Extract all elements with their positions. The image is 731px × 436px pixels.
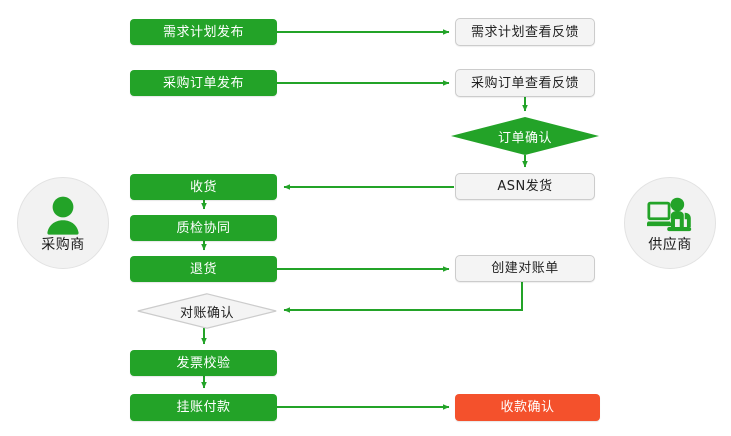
node-label: 采购订单查看反馈 xyxy=(470,75,579,91)
node-statement-confirm[interactable]: 对账确认 xyxy=(137,293,277,329)
node-create-statement[interactable]: 创建对账单 xyxy=(455,255,595,282)
actor-supplier[interactable]: 供应商 xyxy=(624,177,716,269)
node-label: 需求计划发布 xyxy=(162,24,244,40)
node-label: 质检协同 xyxy=(176,220,231,236)
node-demand-plan-feedback[interactable]: 需求计划查看反馈 xyxy=(455,18,595,46)
actor-buyer[interactable]: 采购商 xyxy=(17,177,109,269)
node-label: 采购订单发布 xyxy=(162,75,244,91)
node-po-publish[interactable]: 采购订单发布 xyxy=(130,70,277,96)
node-label: 对账确认 xyxy=(179,305,234,321)
diamond-shape xyxy=(137,293,277,329)
node-label: 挂账付款 xyxy=(176,400,231,415)
node-payable-payment[interactable]: 挂账付款 xyxy=(130,394,277,421)
edge-statement-to-confirm xyxy=(283,282,523,313)
node-label: 收货 xyxy=(189,179,217,195)
node-label: 收款确认 xyxy=(500,400,555,415)
node-label: 退货 xyxy=(189,261,217,277)
node-label: 创建对账单 xyxy=(491,261,559,276)
node-asn-shipment[interactable]: ASN发货 xyxy=(455,173,595,200)
node-return-goods[interactable]: 退货 xyxy=(130,256,277,282)
actor-buyer-label: 采购商 xyxy=(41,236,85,253)
node-invoice-check[interactable]: 发票校验 xyxy=(130,350,277,376)
node-order-confirm[interactable]: 订单确认 xyxy=(451,117,599,155)
node-demand-plan-publish[interactable]: 需求计划发布 xyxy=(130,19,277,45)
diamond-shape xyxy=(451,117,599,155)
user-icon xyxy=(47,196,79,235)
node-label: 需求计划查看反馈 xyxy=(470,24,579,40)
node-label: 订单确认 xyxy=(497,130,552,146)
node-receipt-confirm[interactable]: 收款确认 xyxy=(455,394,600,421)
node-label: ASN发货 xyxy=(497,179,553,194)
actor-supplier-label: 供应商 xyxy=(648,236,692,253)
node-label: 发票校验 xyxy=(176,355,231,371)
node-receive-goods[interactable]: 收货 xyxy=(130,174,277,200)
user-at-computer-icon xyxy=(647,197,692,231)
node-quality-collab[interactable]: 质检协同 xyxy=(130,215,277,241)
node-po-feedback[interactable]: 采购订单查看反馈 xyxy=(455,69,595,97)
